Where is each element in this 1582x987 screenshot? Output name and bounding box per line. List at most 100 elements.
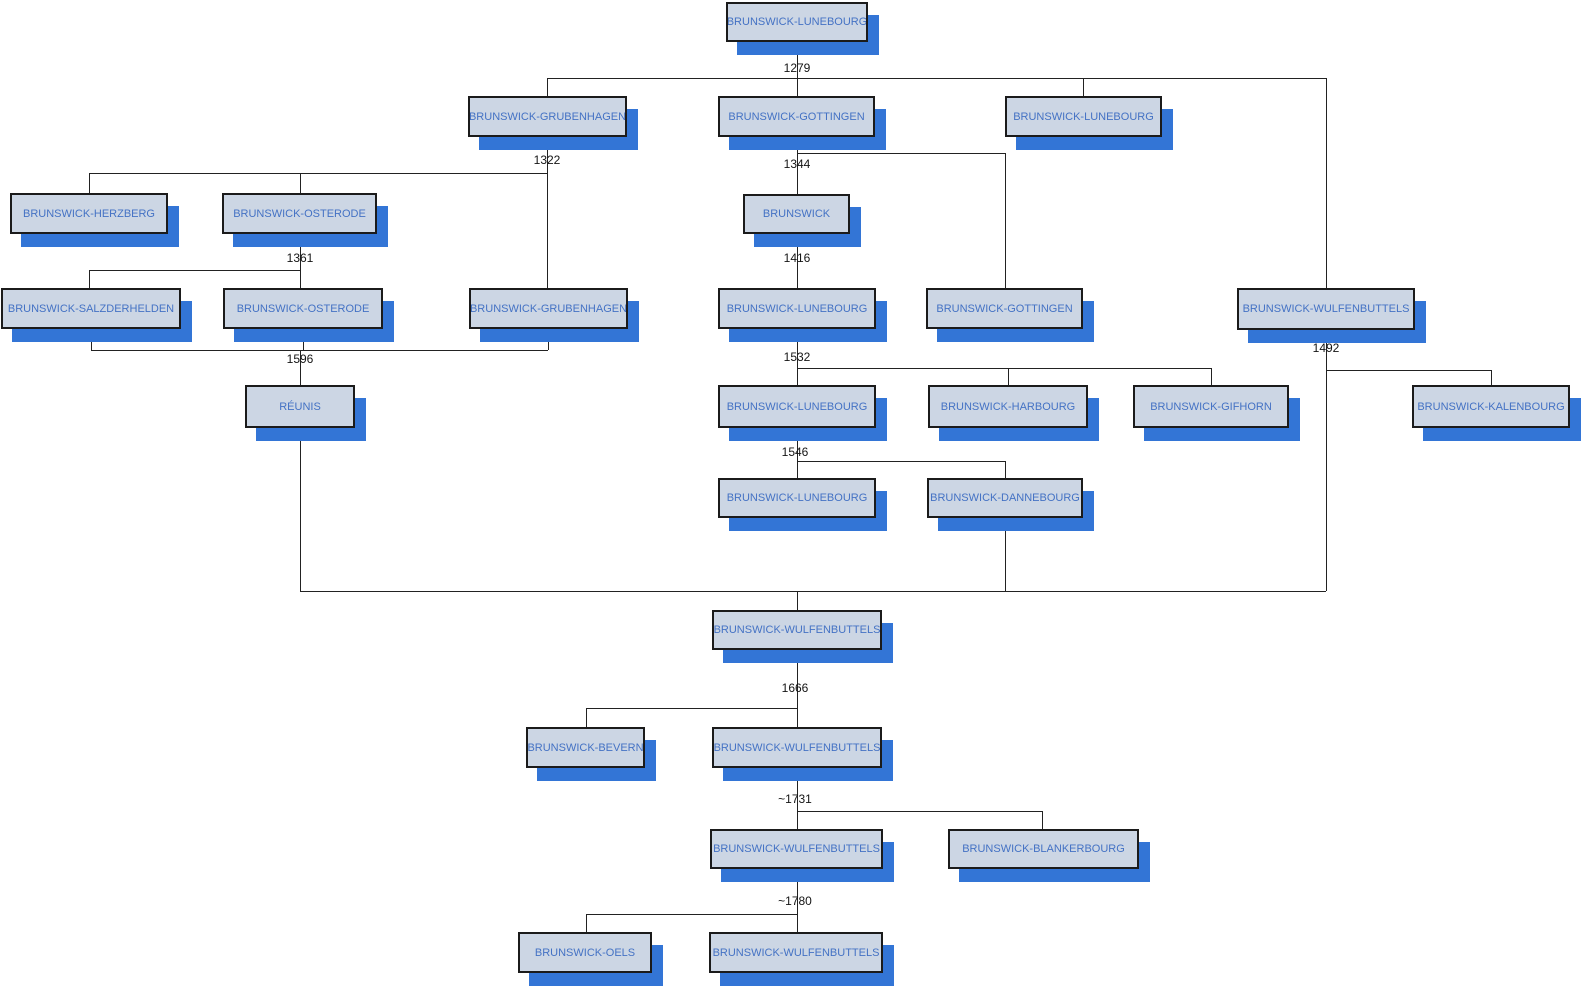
tree-node-wulfenbuttels-2[interactable]: BRUNSWICK-WULFENBUTTELS <box>712 610 882 650</box>
connector-line <box>89 173 547 174</box>
tree-node-label: BRUNSWICK-LUNEBOURG <box>726 492 868 504</box>
connector-line <box>1008 368 1009 385</box>
tree-node-label: BRUNSWICK-WULFENBUTTELS <box>713 843 880 855</box>
connector-line <box>586 708 587 727</box>
tree-node-lunebourg-2[interactable]: BRUNSWICK-LUNEBOURG <box>1005 96 1162 137</box>
tree-node-blankerbourg[interactable]: BRUNSWICK-BLANKERBOURG <box>948 829 1139 869</box>
connector-line <box>1326 78 1327 288</box>
tree-node-gifhorn[interactable]: BRUNSWICK-GIFHORN <box>1133 385 1289 428</box>
connector-line <box>303 329 304 350</box>
tree-node-label: BRUNSWICK-WULFENBUTTELS <box>1242 303 1410 315</box>
connector-line <box>547 78 548 96</box>
tree-node-label: BRUNSWICK-BEVERN <box>527 741 644 754</box>
connector-line <box>1491 370 1492 385</box>
connector-line <box>1005 153 1006 288</box>
tree-node-label: BRUNSWICK-HARBOURG <box>940 400 1076 413</box>
year-label: 1416 <box>783 251 811 265</box>
tree-node-dannebourg[interactable]: BRUNSWICK-DANNEBOURG <box>927 478 1083 518</box>
connector-line <box>1042 811 1043 829</box>
connector-line <box>1211 368 1212 385</box>
connector-line <box>91 329 92 350</box>
tree-node-harbourg[interactable]: BRUNSWICK-HARBOURG <box>928 385 1088 428</box>
tree-node-label: RÉUNIS <box>279 400 321 413</box>
tree-node-label: BRUNSWICK-LUNEBOURG <box>726 302 868 315</box>
tree-node-label: BRUNSWICK-OSTERODE <box>233 207 366 220</box>
year-label: 1666 <box>781 681 809 695</box>
connector-line <box>797 137 798 153</box>
tree-node-reunis[interactable]: RÉUNIS <box>245 385 355 428</box>
connector-line <box>89 270 300 271</box>
tree-node-bevern[interactable]: BRUNSWICK-BEVERN <box>526 727 645 768</box>
connector-line <box>300 350 301 385</box>
connector-line <box>548 329 549 350</box>
connector-line <box>586 914 797 915</box>
connector-line <box>797 329 798 385</box>
year-label: 1546 <box>781 445 809 459</box>
connector-line <box>89 173 90 193</box>
connector-line <box>797 42 798 78</box>
connector-line <box>586 914 587 932</box>
connector-line <box>300 591 1326 592</box>
connector-line <box>797 234 798 288</box>
year-label: 1279 <box>783 61 811 75</box>
tree-node-brunswick[interactable]: BRUNSWICK <box>743 194 850 234</box>
connector-line <box>89 270 90 288</box>
connector-line <box>1005 518 1006 591</box>
year-label: ~1731 <box>778 792 812 806</box>
tree-node-label: BRUNSWICK-GOTTINGEN <box>936 302 1073 315</box>
tree-node-label: BRUNSWICK-LUNEBOURG <box>726 16 868 28</box>
connector-line <box>797 153 798 194</box>
tree-node-grubenhagen-2[interactable]: BRUNSWICK-GRUBENHAGEN <box>469 288 628 329</box>
connector-line <box>586 708 797 709</box>
tree-node-label: BRUNSWICK-GOTTINGEN <box>728 110 865 123</box>
tree-node-lunebourg-5[interactable]: BRUNSWICK-LUNEBOURG <box>718 478 876 518</box>
tree-node-label: BRUNSWICK-OSTERODE <box>236 302 370 315</box>
tree-node-label: BRUNSWICK-GRUBENHAGEN <box>468 110 627 123</box>
tree-node-label: BRUNSWICK-HERZBERG <box>22 207 155 220</box>
tree-node-wulfenbuttels-5[interactable]: BRUNSWICK-WULFENBUTTELS <box>709 932 883 973</box>
connector-line <box>91 350 548 351</box>
tree-node-wulfenbuttels-1[interactable]: BRUNSWICK-WULFENBUTTELS <box>1237 288 1415 330</box>
year-label: 1532 <box>783 350 811 364</box>
tree-node-gottingen-1[interactable]: BRUNSWICK-GOTTINGEN <box>718 96 875 137</box>
tree-node-label: BRUNSWICK-LUNEBOURG <box>1013 110 1154 123</box>
tree-node-gottingen-2[interactable]: BRUNSWICK-GOTTINGEN <box>926 288 1083 329</box>
year-label: 1492 <box>1312 341 1340 355</box>
tree-node-wulfenbuttels-3[interactable]: BRUNSWICK-WULFENBUTTELS <box>712 727 882 768</box>
tree-node-label: BRUNSWICK-DANNEBOURG <box>930 492 1080 504</box>
tree-node-lunebourg-3[interactable]: BRUNSWICK-LUNEBOURG <box>718 288 876 329</box>
tree-node-oels[interactable]: BRUNSWICK-OELS <box>518 932 652 973</box>
tree-node-label: BRUNSWICK-WULFENBUTTELS <box>712 946 880 959</box>
tree-node-lunebourg-4[interactable]: BRUNSWICK-LUNEBOURG <box>718 385 876 428</box>
tree-node-label: BRUNSWICK-OELS <box>534 946 636 959</box>
tree-node-osterode-2[interactable]: BRUNSWICK-OSTERODE <box>223 288 383 329</box>
year-label: 1322 <box>533 153 561 167</box>
year-label: 1596 <box>286 352 314 366</box>
tree-node-salzderhelden[interactable]: BRUNSWICK-SALZDERHELDEN <box>1 288 181 329</box>
tree-node-osterode-1[interactable]: BRUNSWICK-OSTERODE <box>222 193 377 234</box>
connector-line <box>1005 461 1006 478</box>
tree-node-label: BRUNSWICK-LUNEBOURG <box>726 400 868 413</box>
tree-node-label: BRUNSWICK-WULFENBUTTELS <box>713 624 881 636</box>
tree-node-kalenbourg[interactable]: BRUNSWICK-KALENBOURG <box>1412 385 1570 428</box>
tree-node-grubenhagen-1[interactable]: BRUNSWICK-GRUBENHAGEN <box>468 96 627 137</box>
tree-node-label: BRUNSWICK-SALZDERHELDEN <box>7 302 175 315</box>
tree-node-herzberg[interactable]: BRUNSWICK-HERZBERG <box>10 193 168 234</box>
tree-node-label: BRUNSWICK-KALENBOURG <box>1417 400 1565 413</box>
connector-line <box>300 173 301 194</box>
connector-line <box>547 137 548 288</box>
tree-node-label: BRUNSWICK-GIFHORN <box>1150 400 1272 413</box>
connector-line <box>797 78 798 96</box>
connector-line <box>797 811 1042 812</box>
connector-line <box>797 368 1211 369</box>
tree-node-wulfenbuttels-4[interactable]: BRUNSWICK-WULFENBUTTELS <box>710 829 883 869</box>
year-label: ~1780 <box>778 894 812 908</box>
tree-node-lunebourg-root[interactable]: BRUNSWICK-LUNEBOURG <box>726 2 868 42</box>
connector-line <box>1326 370 1491 371</box>
connector-line <box>797 428 798 478</box>
connector-line <box>797 650 798 727</box>
connector-line <box>547 78 1326 79</box>
connector-line <box>797 768 798 829</box>
tree-node-label: BRUNSWICK-GRUBENHAGEN <box>469 302 628 315</box>
